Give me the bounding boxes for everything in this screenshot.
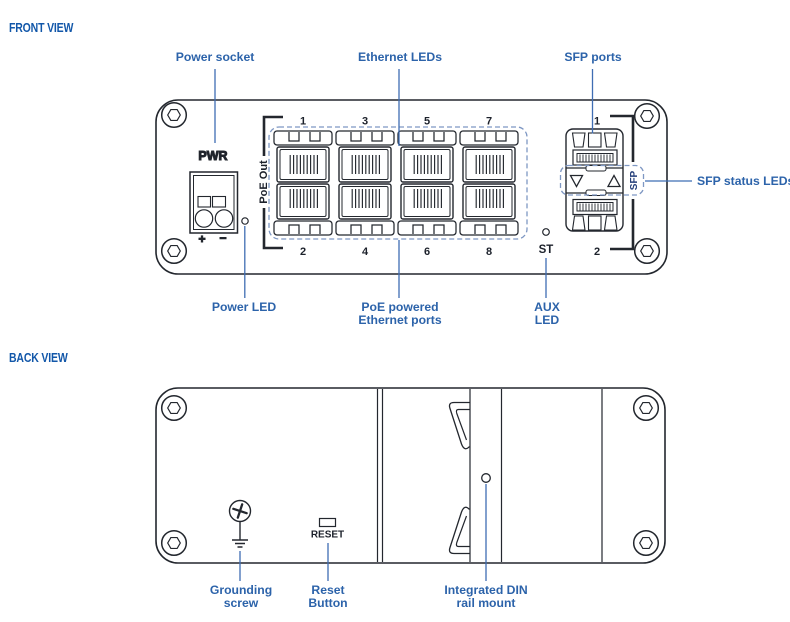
callout-grounding-line1: Grounding	[209, 583, 273, 597]
power-led-icon	[241, 217, 249, 225]
poe-out-label: PoE Out	[258, 160, 270, 204]
sfp-cage-assembly	[559, 128, 645, 232]
callout-poe-ports: PoE powered Ethernet ports	[358, 301, 441, 327]
eth-port-number: 6	[424, 246, 430, 258]
din-clip-icon	[448, 401, 470, 450]
power-socket: PWR + −	[189, 149, 239, 247]
back-enclosure	[155, 387, 666, 564]
minus-terminal-label: −	[219, 231, 226, 245]
callout-reset-line2: Button	[308, 596, 348, 610]
din-hole-icon	[481, 473, 491, 483]
callout-sfp-status-leds: SFP status LEDs	[697, 174, 790, 188]
back-leader-lines	[239, 484, 487, 581]
sfp-port-number: 1	[594, 116, 600, 128]
sfp-port-number: 2	[594, 246, 600, 258]
eth-port-number: 1	[300, 116, 306, 128]
callout-din-line1: Integrated DIN	[444, 583, 528, 597]
front-leader-lines	[214, 69, 692, 298]
din-rail-mount	[448, 401, 491, 555]
callout-sfp-ports: SFP ports	[564, 50, 622, 64]
eth-port-number: 4	[362, 246, 369, 258]
callout-grounding-screw: Grounding screw	[210, 584, 272, 610]
callout-poe-ports-line2: Ethernet ports	[358, 313, 442, 327]
st-label: ST	[539, 244, 554, 256]
ethernet-port-block: 1 3 5 7 2 4 6 8	[268, 116, 528, 258]
reset-button: RESET	[311, 517, 344, 541]
sfp-status-leds-outline	[559, 164, 645, 196]
eth-port-number: 2	[300, 246, 306, 258]
grounding-screw	[228, 499, 252, 548]
eth-port-number: 8	[486, 246, 492, 258]
eth-port-number: 7	[486, 116, 492, 128]
eth-port-number: 5	[424, 116, 430, 128]
poe-out-bracket: PoE Out	[258, 115, 283, 250]
callout-ethernet-leds: Ethernet LEDs	[358, 50, 442, 64]
ethernet-leds-outline	[268, 126, 528, 240]
din-clip-icon	[448, 506, 470, 555]
front-view-heading: FRONT VIEW	[9, 21, 74, 35]
callout-aux-led: AUX LED	[534, 301, 560, 327]
callout-reset-line1: Reset	[311, 583, 345, 597]
pwr-label: PWR	[198, 149, 227, 163]
callout-grounding-line2: screw	[223, 596, 259, 610]
callout-poe-ports-line1: PoE powered	[361, 300, 439, 314]
sfp-bracket: SFP 1 2	[594, 114, 640, 258]
sfp-status-up-triangle-icon	[606, 174, 622, 188]
callout-din-mount: Integrated DIN rail mount	[444, 584, 527, 610]
sfp-label: SFP	[629, 170, 640, 190]
aux-led-icon	[542, 228, 550, 236]
callout-din-line2: rail mount	[456, 596, 516, 610]
eth-port-number: 3	[362, 116, 368, 128]
callout-reset-button: Reset Button	[308, 584, 347, 610]
callout-power-led: Power LED	[211, 300, 277, 314]
callout-power-socket: Power socket	[175, 50, 255, 64]
back-view-heading: BACK VIEW	[9, 351, 68, 365]
sfp-status-down-triangle-icon	[569, 174, 584, 188]
aux-st-led: ST	[539, 228, 554, 256]
callout-aux-led-line2: LED	[534, 313, 560, 327]
callout-aux-led-line1: AUX	[534, 300, 560, 314]
plus-terminal-label: +	[198, 232, 205, 246]
reset-label: RESET	[311, 530, 344, 541]
